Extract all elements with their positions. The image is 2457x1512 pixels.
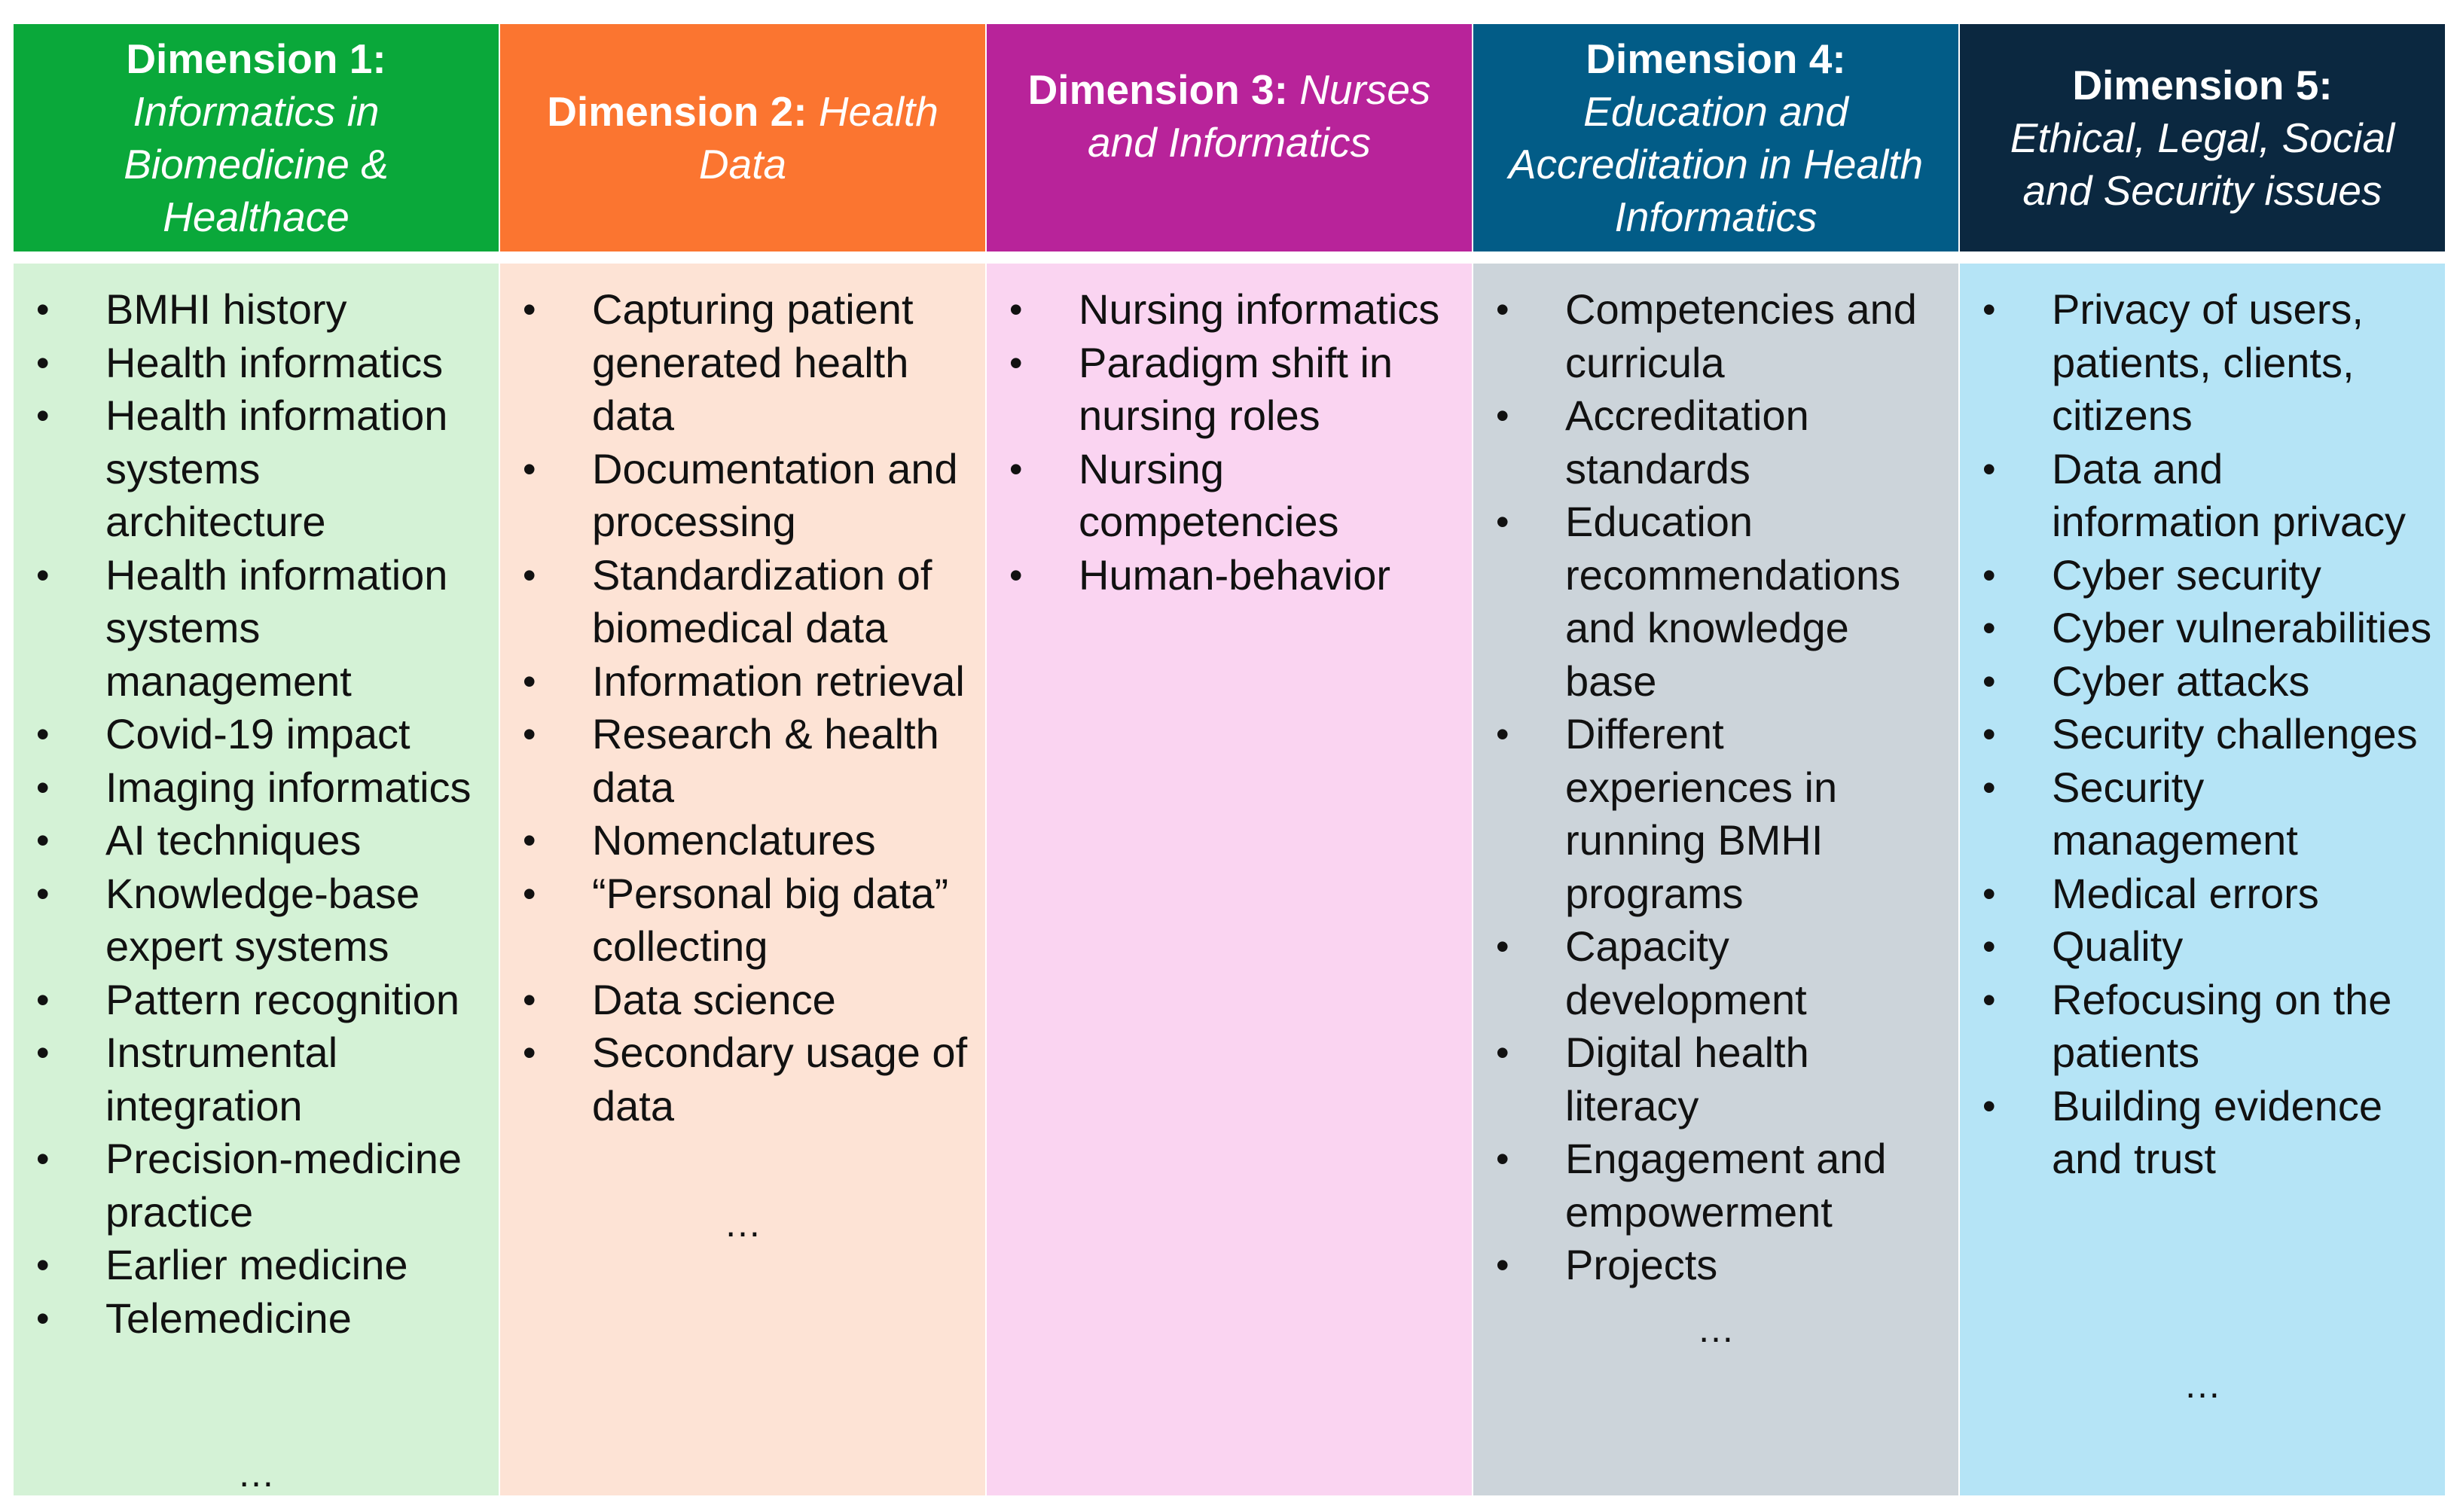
more-ellipsis: … xyxy=(237,1453,275,1495)
list-item: Standardization of biomedical data xyxy=(500,549,985,655)
list-item: “Personal big data” collecting xyxy=(500,867,985,974)
dimension-4-number: Dimension 4: xyxy=(1586,35,1846,82)
more-ellipsis: … xyxy=(724,1203,762,1245)
list-item: Accreditation standards xyxy=(1473,389,1958,495)
dimension-1-title: Informatics in Biomedicine & Healthace xyxy=(124,88,389,240)
dimension-3-number: Dimension 3: xyxy=(1027,66,1288,113)
list-item: Digital health literacy xyxy=(1473,1026,1958,1132)
list-item: Quality xyxy=(1960,920,2445,974)
list-item: Medical errors xyxy=(1960,867,2445,921)
list-item: Nursing informatics xyxy=(987,283,1472,337)
list-item: BMHI history xyxy=(14,283,499,337)
dimension-5-title: Ethical, Legal, Social and Security issu… xyxy=(2010,114,2395,214)
list-item: Security management xyxy=(1960,761,2445,867)
list-item: Different experiences in running BMHI pr… xyxy=(1473,708,1958,920)
more-ellipsis: … xyxy=(2184,1364,2221,1406)
dimension-5-header: Dimension 5: Ethical, Legal, Social and … xyxy=(1960,24,2445,251)
dimension-3-body: Nursing informatics Paradigm shift in nu… xyxy=(987,264,1472,1495)
dimension-3-list: Nursing informatics Paradigm shift in nu… xyxy=(987,283,1472,602)
list-item: Nomenclatures xyxy=(500,814,985,867)
list-item: Building evidence and trust xyxy=(1960,1080,2445,1186)
list-item: Security challenges xyxy=(1960,708,2445,761)
list-item: Nursing competencies xyxy=(987,443,1472,549)
dimension-4-body: Competencies and curricula Accreditation… xyxy=(1473,264,1958,1495)
dimension-2-title: Health Data xyxy=(698,88,939,187)
dimension-3-header: Dimension 3: Nurses and Informatics xyxy=(987,24,1472,251)
list-item: Knowledge-base expert systems xyxy=(14,867,499,974)
list-item: Cyber attacks xyxy=(1960,655,2445,709)
list-item: Research & health data xyxy=(500,708,985,814)
dimension-4-header: Dimension 4: Education and Accreditation… xyxy=(1473,24,1958,251)
list-item: Imaging informatics xyxy=(14,761,499,815)
list-item: Earlier medicine xyxy=(14,1239,499,1292)
dimension-2-number: Dimension 2: xyxy=(547,88,807,135)
dimension-1-header: Dimension 1: Informatics in Biomedicine … xyxy=(14,24,499,251)
list-item: Competencies and curricula xyxy=(1473,283,1958,389)
dimension-5-body: Privacy of users, patients, clients, cit… xyxy=(1960,264,2445,1495)
dimension-2-list: Capturing patient generated health data … xyxy=(500,283,985,1132)
list-item: Privacy of users, patients, clients, cit… xyxy=(1960,283,2445,443)
list-item: Information retrieval xyxy=(500,655,985,709)
dimension-4-title: Education and Accreditation in Health In… xyxy=(1508,88,1924,240)
list-item: Refocusing on the patients xyxy=(1960,974,2445,1080)
list-item: Education recommendations and knowledge … xyxy=(1473,495,1958,708)
list-item: Projects xyxy=(1473,1239,1958,1292)
list-item: Health information systems architecture xyxy=(14,389,499,549)
list-item: Telemedicine xyxy=(14,1292,499,1346)
dimension-5-number: Dimension 5: xyxy=(2072,62,2333,108)
list-item: Health informatics xyxy=(14,337,499,390)
more-ellipsis: … xyxy=(1697,1308,1735,1350)
dimension-2-body: Capturing patient generated health data … xyxy=(500,264,985,1495)
dimension-1-list: BMHI history Health informatics Health i… xyxy=(14,283,499,1345)
dimension-1-number: Dimension 1: xyxy=(126,35,386,82)
dimension-2-header: Dimension 2: Health Data xyxy=(500,24,985,251)
list-item: Precision-medicine practice xyxy=(14,1132,499,1239)
dimension-4-list: Competencies and curricula Accreditation… xyxy=(1473,283,1958,1292)
list-item: Data and information privacy xyxy=(1960,443,2445,549)
list-item: Data science xyxy=(500,974,985,1027)
list-item: Secondary usage of data xyxy=(500,1026,985,1132)
list-item: Capacity development xyxy=(1473,920,1958,1026)
list-item: Health information systems management xyxy=(14,549,499,709)
list-item: Paradigm shift in nursing roles xyxy=(987,337,1472,443)
list-item: AI techniques xyxy=(14,814,499,867)
dimension-3-title: Nurses and Informatics xyxy=(1087,66,1431,166)
list-item: Instrumental integration xyxy=(14,1026,499,1132)
list-item: Engagement and empowerment xyxy=(1473,1132,1958,1239)
list-item: Documentation and processing xyxy=(500,443,985,549)
list-item: Human-behavior xyxy=(987,549,1472,602)
list-item: Cyber security xyxy=(1960,549,2445,602)
list-item: Covid-19 impact xyxy=(14,708,499,761)
dimension-1-body: BMHI history Health informatics Health i… xyxy=(14,264,499,1495)
dimension-5-list: Privacy of users, patients, clients, cit… xyxy=(1960,283,2445,1186)
list-item: Cyber vulnerabilities xyxy=(1960,602,2445,655)
list-item: Pattern recognition xyxy=(14,974,499,1027)
list-item: Capturing patient generated health data xyxy=(500,283,985,443)
